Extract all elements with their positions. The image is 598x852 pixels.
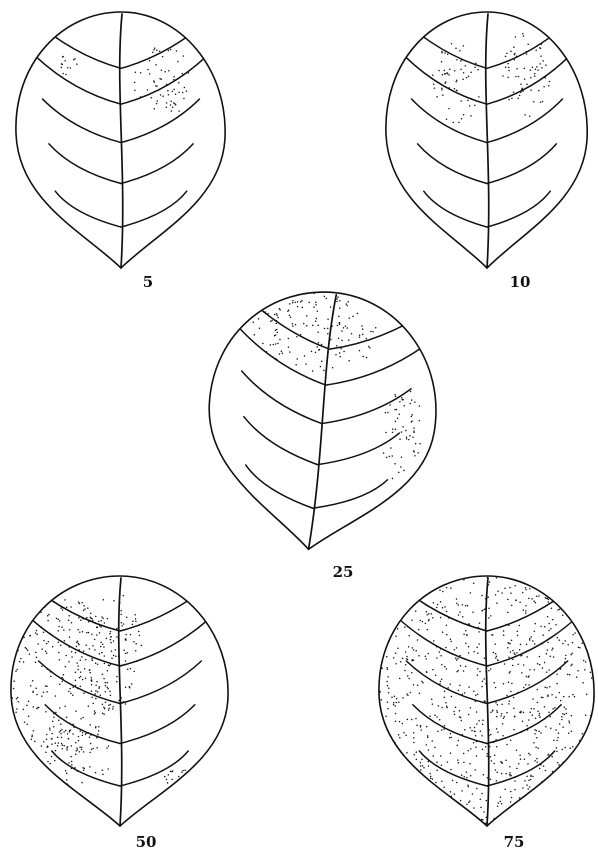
leaf-label-50: 50 [136, 833, 157, 851]
leaf-outline [195, 281, 448, 561]
leaf-label-10: 10 [510, 273, 531, 291]
leaf-label-5: 5 [143, 273, 153, 291]
disease-spots [61, 47, 190, 111]
midrib [119, 578, 122, 826]
leaf-label-25: 25 [333, 563, 354, 581]
leaf-75-percent [356, 564, 598, 837]
midrib [486, 14, 489, 268]
leaf-10-percent [386, 12, 587, 268]
midrib [120, 14, 123, 268]
disease-spots [432, 33, 550, 123]
disease-spots [238, 286, 436, 481]
leaf-50-percent [11, 576, 228, 826]
leaf-25-percent [195, 281, 448, 561]
midrib [486, 578, 489, 826]
leaf-label-75: 75 [504, 833, 525, 851]
disease-spots [12, 593, 192, 790]
leaf-5-percent [16, 12, 225, 268]
